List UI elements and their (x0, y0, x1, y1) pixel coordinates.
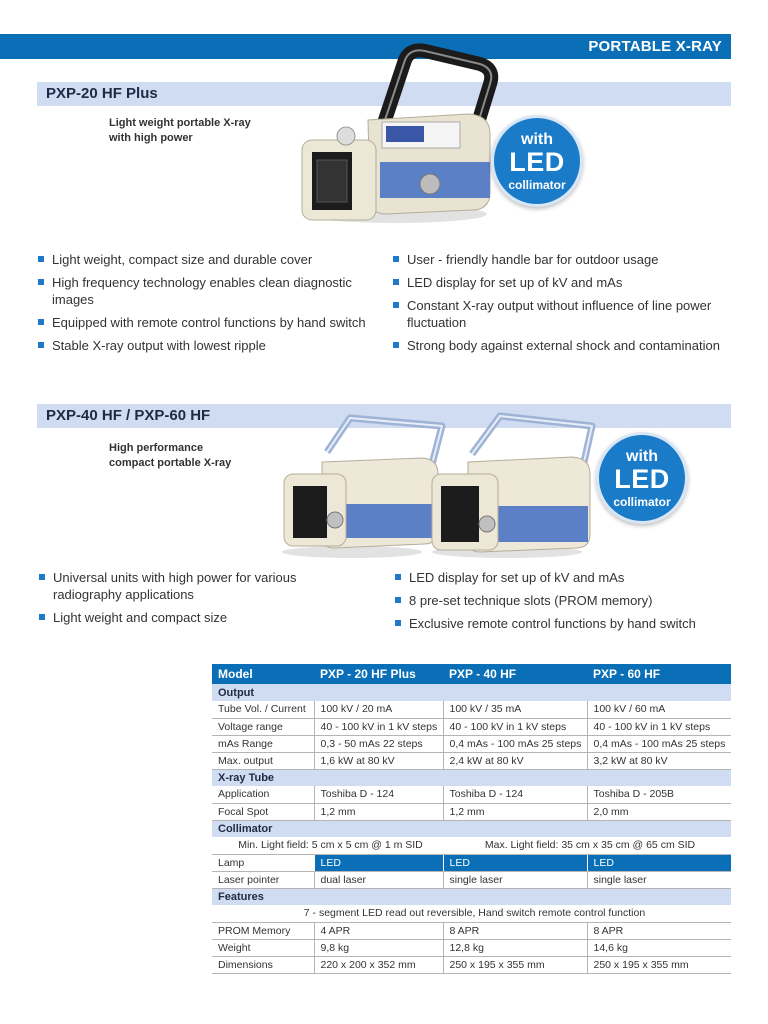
table-group-row: Collimator (212, 820, 731, 837)
pxp40-60-device-image (282, 412, 596, 558)
list-item: Light weight and compact size (38, 609, 338, 626)
table-group-row: X-ray Tube (212, 769, 731, 786)
list-item: LED display for set up of kV and mAs (392, 274, 737, 291)
list-item: Strong body against external shock and c… (392, 337, 737, 354)
list-item: LED display for set up of kV and mAs (394, 569, 734, 586)
table-row: 7 - segment LED read out reversible, Han… (212, 905, 731, 923)
tagline-pxp40-60: High performance compact portable X-ray (109, 442, 232, 469)
pxp20-device-image (301, 43, 499, 223)
pxp40-60-features-left: Universal units with high power for vari… (38, 569, 338, 632)
list-item: 8 pre-set technique slots (PROM memory) (394, 592, 734, 609)
list-item: Equipped with remote control functions b… (37, 314, 387, 331)
page-title: PORTABLE X-RAY (588, 38, 722, 55)
table-group-row: Output (212, 684, 731, 701)
list-item: Universal units with high power for vari… (38, 569, 338, 603)
led-badge-1: with LED collimator (491, 115, 583, 207)
list-item: High frequency technology enables clean … (37, 274, 387, 308)
list-item: User - friendly handle bar for outdoor u… (392, 251, 737, 268)
list-item: Stable X-ray output with lowest ripple (37, 337, 387, 354)
list-item: Light weight, compact size and durable c… (37, 251, 387, 268)
header-band: PORTABLE X-RAY (0, 34, 731, 59)
section-title: PXP-40 HF / PXP-60 HF (46, 407, 211, 424)
tagline-pxp20: Light weight portable X-ray with high po… (109, 117, 251, 144)
pxp20-features-left: Light weight, compact size and durable c… (37, 251, 387, 360)
table-group-row: Features (212, 888, 731, 905)
pxp40-60-features-right: LED display for set up of kV and mAs 8 p… (394, 569, 734, 638)
spec-table: Model PXP - 20 HF Plus PXP - 40 HF PXP -… (212, 664, 731, 974)
table-row: Min. Light field: 5 cm x 5 cm @ 1 m SID … (212, 837, 731, 855)
list-item: Exclusive remote control functions by ha… (394, 615, 734, 632)
section-title: PXP-20 HF Plus (46, 85, 158, 102)
pxp20-features-right: User - friendly handle bar for outdoor u… (392, 251, 737, 360)
list-item: Constant X-ray output without influence … (392, 297, 737, 331)
led-badge-2: with LED collimator (596, 432, 688, 524)
table-header-row: Model PXP - 20 HF Plus PXP - 40 HF PXP -… (212, 664, 731, 684)
